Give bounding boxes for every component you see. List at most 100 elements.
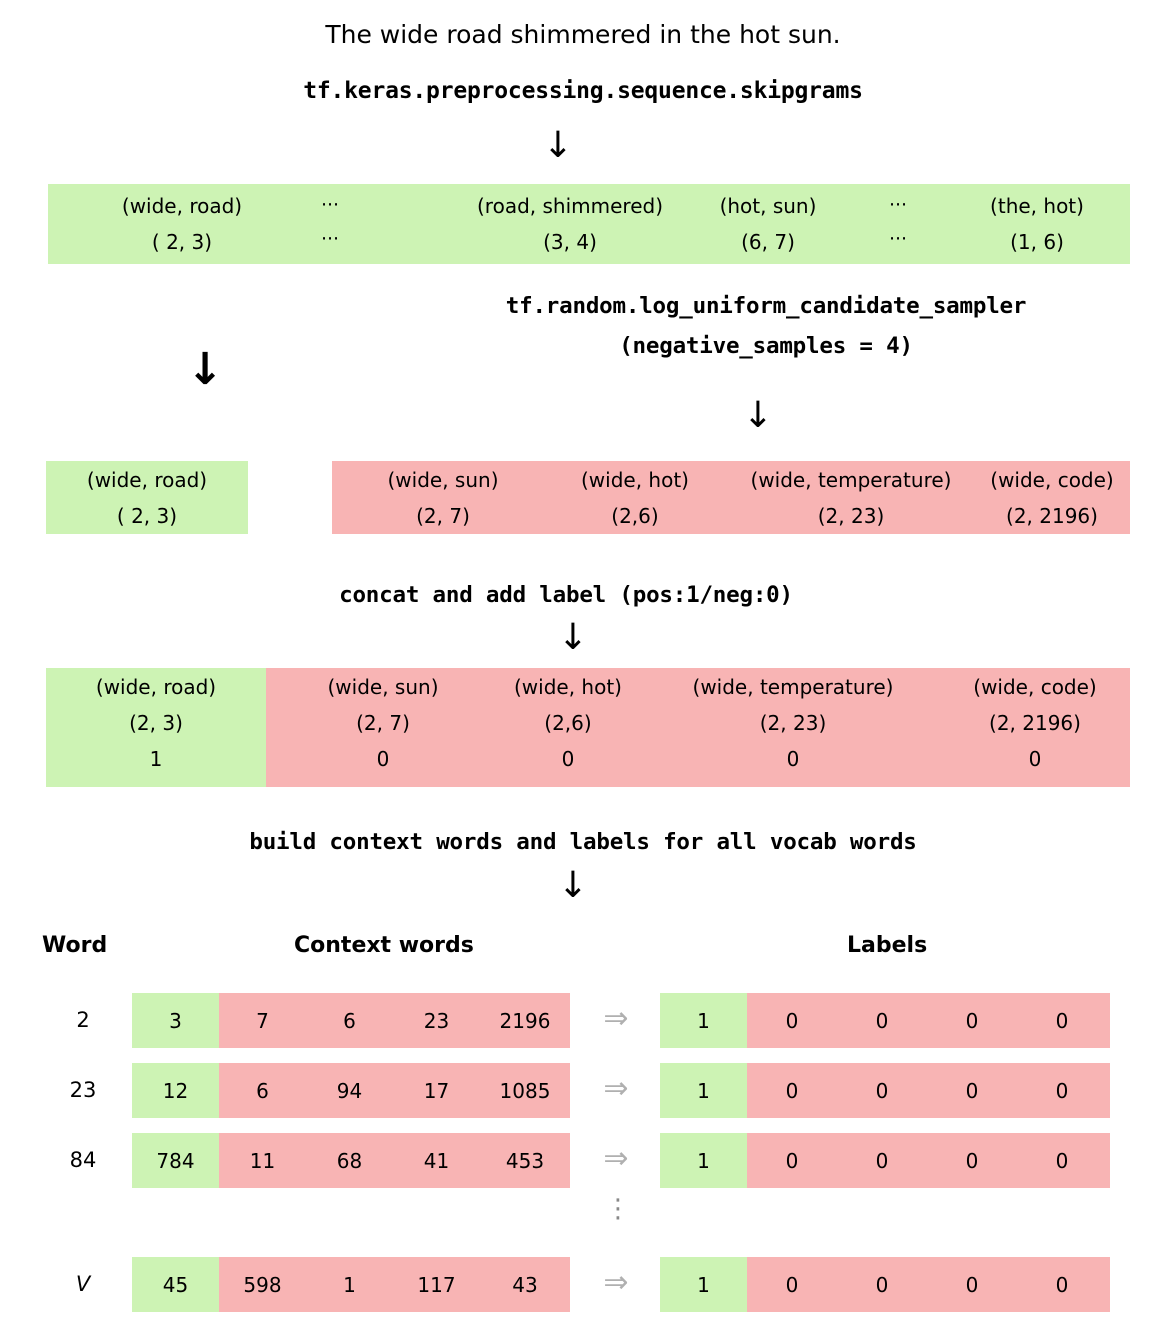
row-word-0: 2 bbox=[76, 1008, 90, 1032]
table-header-word: Word bbox=[42, 933, 108, 958]
input-sentence: The wide road shimmered in the hot sun. bbox=[325, 20, 841, 49]
row-label-positive-2: 1 bbox=[697, 1149, 710, 1173]
positive-sample-box bbox=[46, 461, 248, 534]
concat-negative-index-1: (2,6) bbox=[544, 711, 592, 735]
row-context-negative-2-2: 41 bbox=[423, 1149, 450, 1173]
table-header-context-words: Context words bbox=[294, 933, 474, 958]
arrow-down-icon-2: ↓ bbox=[742, 395, 774, 436]
arrow-double-right-icon-0: ⇒ bbox=[603, 1001, 629, 1036]
negative-sample-index-3: (2, 2196) bbox=[1006, 504, 1098, 528]
row-label-negative-3-2: 0 bbox=[965, 1273, 979, 1297]
skipgram-cell-1: ··· ··· bbox=[268, 194, 392, 250]
row-context-positive-2: 784 bbox=[156, 1149, 195, 1173]
arrow-double-right-icon-3: ⇒ bbox=[603, 1265, 629, 1300]
row-label-positive-0: 1 bbox=[697, 1009, 710, 1033]
concat-negative-label-1: 0 bbox=[561, 747, 575, 771]
row-context-negative-1-2: 17 bbox=[423, 1079, 450, 1103]
concat-positive-box bbox=[46, 668, 266, 787]
skipgram-cell-3: (hot, sun) (6, 7) bbox=[668, 194, 868, 254]
row-label-positive-box-1 bbox=[660, 1063, 747, 1118]
row-context-negative-3-0: 598 bbox=[243, 1273, 282, 1297]
row-context-negative-1-1: 94 bbox=[336, 1079, 363, 1103]
concat-positive-label: 1 bbox=[149, 747, 163, 771]
negative-sample-pair-0: (wide, sun) bbox=[387, 468, 499, 492]
negative-sample-cell-3: (wide, code) (2, 2196) bbox=[972, 468, 1132, 528]
row-context-positive-box-0 bbox=[132, 993, 219, 1048]
row-label-negative-3-0: 0 bbox=[785, 1273, 799, 1297]
row-label-positive-box-3 bbox=[660, 1257, 747, 1312]
skipgram-cell-5: (the, hot) (1, 6) bbox=[944, 194, 1130, 254]
row-word-1: 23 bbox=[69, 1078, 97, 1102]
positive-sample-cell: (wide, road) ( 2, 3) bbox=[46, 468, 248, 528]
negative-sample-cell-0: (wide, sun) (2, 7) bbox=[348, 468, 538, 528]
concat-negative-label-3: 0 bbox=[1028, 747, 1042, 771]
row-context-negative-box-1 bbox=[219, 1063, 570, 1118]
row-label-positive-1: 1 bbox=[697, 1079, 710, 1103]
concat-positive-cell: (wide, road) (2, 3) 1 bbox=[46, 675, 266, 771]
skipgram-cell-2: (road, shimmered) (3, 4) bbox=[398, 194, 742, 254]
row-context-positive-box-2 bbox=[132, 1133, 219, 1188]
concat-negative-label-0: 0 bbox=[376, 747, 390, 771]
concat-negative-index-2: (2, 23) bbox=[759, 711, 827, 735]
row-context-negative-3-1: 1 bbox=[343, 1273, 356, 1297]
row-context-negative-0-0: 7 bbox=[256, 1009, 269, 1033]
negative-sample-cell-1: (wide, hot) (2,6) bbox=[544, 468, 726, 528]
row-context-negative-3-2: 117 bbox=[417, 1273, 456, 1297]
ellipsis-icon-2b: ··· bbox=[888, 228, 908, 250]
row-context-negative-1-0: 6 bbox=[256, 1079, 269, 1103]
row-context-negative-0-2: 23 bbox=[423, 1009, 450, 1033]
row-label-negative-0-2: 0 bbox=[965, 1009, 979, 1033]
concat-negative-pair-1: (wide, hot) bbox=[514, 675, 622, 699]
skipgram-pair-0: (wide, road) bbox=[121, 194, 243, 218]
row-context-negative-2-1: 68 bbox=[336, 1149, 363, 1173]
positive-sample-index: ( 2, 3) bbox=[116, 504, 178, 528]
concat-step-label: concat and add label (pos:1/neg:0) bbox=[339, 582, 793, 608]
concat-positive-index: (2, 3) bbox=[129, 711, 183, 735]
skipgrams-api-label: tf.keras.preprocessing.sequence.skipgram… bbox=[303, 78, 863, 104]
skipgram-pair-3: (hot, sun) bbox=[719, 194, 817, 218]
row-label-negative-0-3: 0 bbox=[1055, 1009, 1069, 1033]
negative-sample-index-2: (2, 23) bbox=[817, 504, 885, 528]
ellipsis-icon-2a: ··· bbox=[888, 194, 908, 216]
row-context-negative-box-2 bbox=[219, 1133, 570, 1188]
row-label-positive-box-2 bbox=[660, 1133, 747, 1188]
concat-negative-pair-3: (wide, code) bbox=[973, 675, 1097, 699]
skipgram-index-2: (3, 4) bbox=[543, 230, 597, 254]
row-context-positive-box-1 bbox=[132, 1063, 219, 1118]
row-label-negative-2-1: 0 bbox=[875, 1149, 889, 1173]
concat-negative-pair-2: (wide, temperature) bbox=[692, 675, 894, 699]
row-context-positive-box-3 bbox=[132, 1257, 219, 1312]
concat-negative-cell-1: (wide, hot) (2,6) 0 bbox=[478, 675, 658, 771]
negative-sample-index-1: (2,6) bbox=[611, 504, 659, 528]
row-label-negative-2-0: 0 bbox=[785, 1149, 799, 1173]
table-header-labels: Labels bbox=[847, 933, 928, 958]
skipgram-index-3: (6, 7) bbox=[741, 230, 795, 254]
ellipsis-icon-1b: ··· bbox=[320, 228, 340, 250]
skipgram-cell-4: ··· ··· bbox=[838, 194, 958, 250]
negative-sample-pair-2: (wide, temperature) bbox=[750, 468, 952, 492]
row-label-negative-0-0: 0 bbox=[785, 1009, 799, 1033]
skipgram-cell-0: (wide, road) ( 2, 3) bbox=[48, 194, 316, 254]
row-label-negative-1-0: 0 bbox=[785, 1079, 799, 1103]
row-label-negative-1-1: 0 bbox=[875, 1079, 889, 1103]
sampler-api-label-line1: tf.random.log_uniform_candidate_sampler bbox=[505, 293, 1027, 319]
row-label-negative-1-3: 0 bbox=[1055, 1079, 1069, 1103]
positive-sample-pair: (wide, road) bbox=[86, 468, 208, 492]
sampler-api-label-line2: (negative_samples = 4) bbox=[619, 333, 913, 359]
row-context-positive-3: 45 bbox=[162, 1273, 189, 1297]
concat-negative-index-0: (2, 7) bbox=[356, 711, 410, 735]
row-label-positive-3: 1 bbox=[697, 1273, 710, 1297]
row-context-negative-0-3: 2196 bbox=[499, 1009, 551, 1033]
skipgram-index-0: ( 2, 3) bbox=[151, 230, 213, 254]
arrow-double-right-icon-2: ⇒ bbox=[603, 1141, 629, 1176]
negative-samples-box bbox=[332, 461, 1130, 534]
arrow-down-icon-1: ↓ bbox=[542, 125, 574, 166]
concat-negative-cell-0: (wide, sun) (2, 7) 0 bbox=[288, 675, 478, 771]
skipgram-pair-2: (road, shimmered) bbox=[477, 194, 663, 218]
arrow-double-right-icon-1: ⇒ bbox=[603, 1071, 629, 1106]
vertical-ellipsis-icon: ⋮ bbox=[605, 1194, 631, 1224]
negative-sample-index-0: (2, 7) bbox=[416, 504, 470, 528]
build-step-label: build context words and labels for all v… bbox=[249, 829, 917, 855]
row-context-negative-2-0: 11 bbox=[249, 1149, 276, 1173]
concat-positive-pair: (wide, road) bbox=[95, 675, 217, 699]
